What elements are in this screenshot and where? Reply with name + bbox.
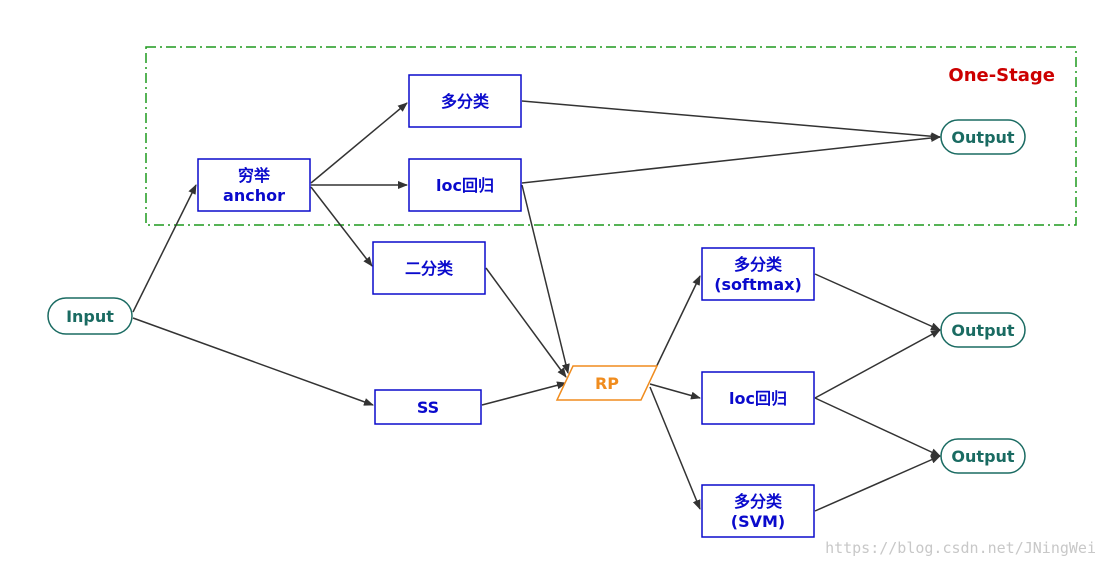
node-label: RP	[595, 374, 619, 393]
edge-multi-cls-top-to-output-top	[521, 100, 941, 141]
node-label: SS	[417, 398, 439, 417]
node-shape	[197, 158, 311, 212]
edge-softmax-to-output-mid	[814, 273, 941, 331]
edge-loc-mid-to-output-bot	[814, 397, 941, 457]
node-shape	[408, 74, 522, 128]
node-label: (softmax)	[714, 275, 802, 294]
node-ss: SS	[374, 389, 482, 425]
edge-loc-top-to-rp	[521, 184, 570, 374]
node-label: 多分类	[441, 92, 490, 111]
node-shape	[940, 438, 1026, 474]
node-label: 多分类	[734, 255, 783, 274]
edge-svm-to-output-bot	[814, 455, 941, 512]
watermark: https://blog.csdn.net/JNingWei	[825, 539, 1096, 557]
node-label: anchor	[223, 186, 285, 205]
node-label: loc回归	[436, 176, 494, 195]
node-label: Output	[951, 128, 1014, 147]
node-shape	[701, 371, 815, 425]
edge-binary-cls-to-rp	[485, 267, 567, 378]
node-shape	[408, 158, 522, 212]
node-output-bot: Output	[940, 438, 1026, 474]
edges-layer	[132, 100, 941, 512]
node-label: 多分类	[734, 492, 783, 511]
node-output-top: Output	[940, 119, 1026, 155]
edge-ss-to-rp	[481, 381, 567, 406]
node-shape	[372, 241, 486, 295]
edge-rp-to-svm	[649, 386, 701, 510]
node-shape	[701, 484, 815, 538]
edge-loc-mid-to-output-mid	[814, 329, 941, 399]
edge-loc-top-to-output-top	[521, 134, 941, 184]
node-loc-top: loc回归	[408, 158, 522, 212]
one-stage-label: One-Stage	[948, 65, 1055, 86]
node-rp: RP	[555, 365, 659, 401]
node-shape	[701, 247, 815, 301]
node-label: (SVM)	[731, 512, 785, 531]
node-shape	[940, 119, 1026, 155]
edge-rp-to-loc-mid	[649, 383, 701, 400]
one-stage-region	[145, 46, 1077, 226]
node-output-mid: Output	[940, 312, 1026, 348]
node-shape	[555, 365, 659, 401]
edge-input-to-ss	[132, 317, 374, 406]
node-label: Output	[951, 321, 1014, 340]
node-label: Output	[951, 447, 1014, 466]
nodes-layer: Input穷举anchor多分类loc回归Output二分类SSRP多分类(so…	[47, 74, 1026, 538]
node-binary-cls: 二分类	[372, 241, 486, 295]
node-multi-cls-top: 多分类	[408, 74, 522, 128]
node-label: 穷举	[238, 166, 271, 185]
node-loc-mid: loc回归	[701, 371, 815, 425]
edge-input-to-anchor	[132, 184, 197, 313]
edge-rp-to-softmax	[649, 275, 701, 381]
node-label: 二分类	[405, 259, 454, 278]
node-softmax: 多分类(softmax)	[701, 247, 815, 301]
node-input: Input	[47, 297, 133, 335]
edge-anchor-to-multi-cls-top	[310, 102, 408, 184]
node-shape	[374, 389, 482, 425]
node-shape	[940, 312, 1026, 348]
node-svm: 多分类(SVM)	[701, 484, 815, 538]
node-label: loc回归	[729, 389, 787, 408]
node-label: Input	[66, 307, 114, 326]
node-shape	[47, 297, 133, 335]
edge-anchor-to-binary-cls	[310, 186, 373, 267]
